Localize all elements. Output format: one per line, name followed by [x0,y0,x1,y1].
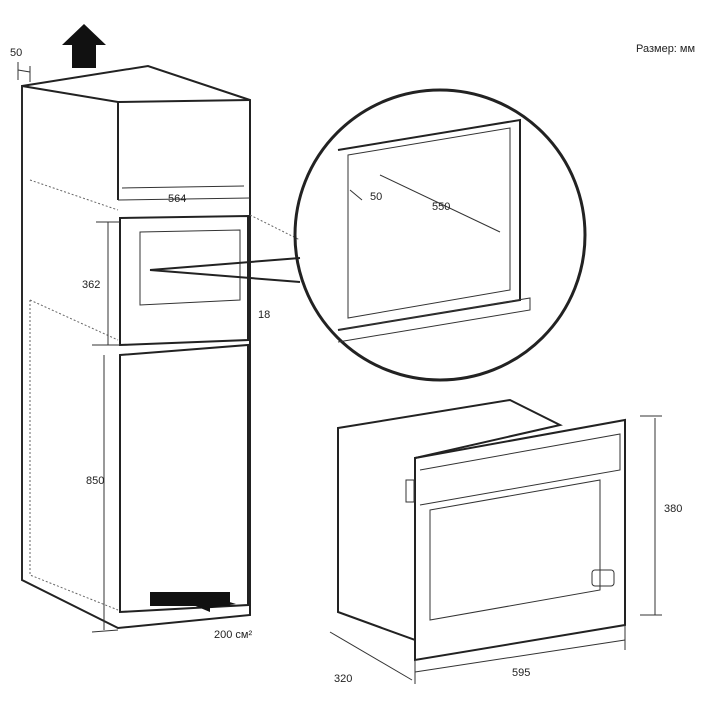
niche-height-label: 362 [82,279,100,291]
tall-cabinet [21,64,301,630]
units-label: Размер: мм [636,43,695,55]
vent-area-label: 200 см² [214,629,252,641]
top-gap-dimension [17,62,31,82]
vent-arrow-icon [186,592,236,612]
detail-view [337,118,531,343]
microwave-oven [337,398,626,662]
base-height-label: 850 [86,475,104,487]
appliance-width-label: 595 [512,667,530,679]
airflow-up-arrow-icon [62,24,106,68]
appliance-depth-label: 320 [334,673,352,685]
detail-magnifier [293,88,587,382]
microwave-dimensions [329,415,662,684]
shelf-thickness-label: 18 [258,309,270,321]
cabinet-dimensions [91,185,245,633]
detail-depth-label: 550 [432,201,450,213]
detail-gap-label: 50 [370,191,382,203]
niche-width-label: 564 [168,193,186,205]
top-gap-label: 50 [10,47,22,59]
callout-lines [149,257,301,283]
appliance-height-label: 380 [664,503,682,515]
